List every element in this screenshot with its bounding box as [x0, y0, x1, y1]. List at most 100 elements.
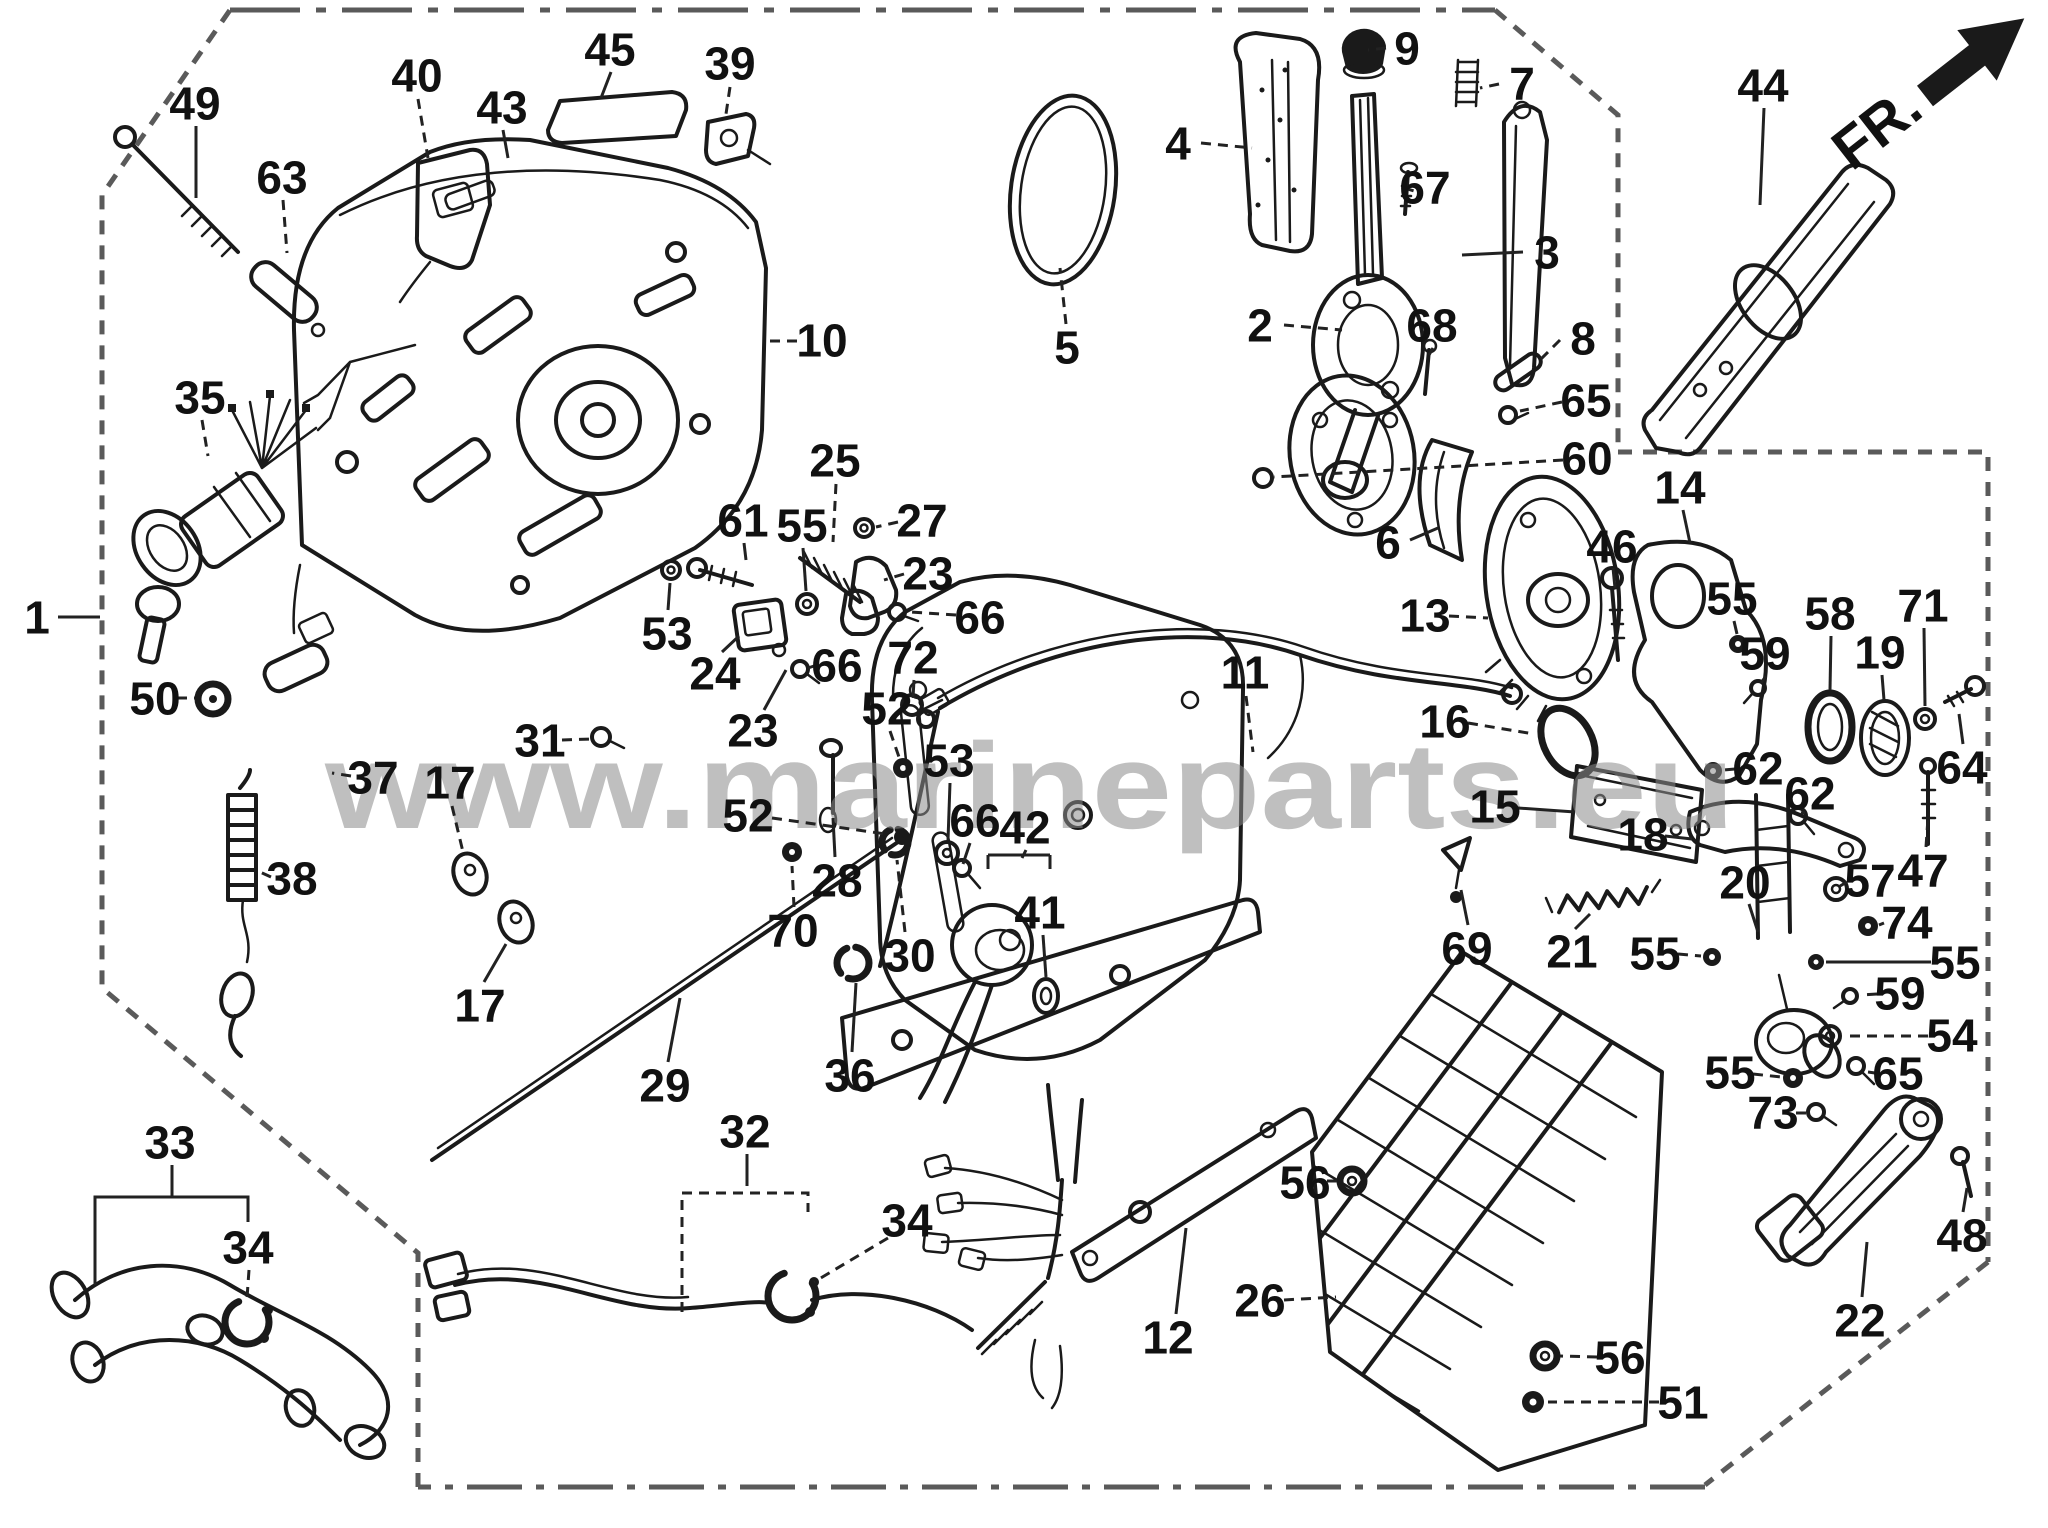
part-callout-71-85: 71: [1897, 580, 1948, 632]
leader-line-55-63: [1752, 1072, 1782, 1079]
leader-line-7-6: [1479, 82, 1500, 90]
leader-line-67-81: [1403, 186, 1415, 193]
part-callout-61-71: 61: [717, 495, 768, 547]
leader-line-44-46: [1758, 107, 1766, 206]
leader-line-66-78: [909, 610, 957, 617]
part-callout-66-79: 66: [811, 640, 862, 692]
part-callout-16-15: 16: [1419, 696, 1470, 748]
part-callout-45-47: 45: [584, 24, 635, 76]
part-callout-53-57: 53: [923, 735, 974, 787]
fr-arrow-icon: [1916, 18, 2025, 107]
leader-line-65-77: [1867, 1070, 1876, 1075]
leader-line-40-42: [416, 98, 430, 159]
part-callout-48-50: 48: [1936, 1210, 1987, 1262]
leader-line-61-71: [742, 542, 748, 561]
part-callout-12-11: 12: [1142, 1312, 1193, 1364]
leader-line-4-3: [1200, 141, 1253, 150]
cam-plate-art: [1537, 539, 1768, 864]
watermark-text: www.marineparts.eu: [324, 718, 1735, 854]
part-callout-73-87: 73: [1747, 1087, 1798, 1139]
part-callout-14-13: 14: [1654, 462, 1706, 514]
part-callout-17-16: 17: [424, 757, 475, 809]
leader-line-20-20: [1747, 903, 1760, 933]
part-callout-56-64: 56: [1279, 1157, 1330, 1209]
part-callout-39-41: 39: [704, 38, 755, 90]
leader-line-18-18: [1664, 834, 1693, 841]
part-callout-62-73: 62: [1784, 768, 1835, 820]
leader-line-23-23: [883, 572, 905, 582]
leader-line-42-44: [1020, 849, 1028, 859]
part-callout-67-81: 67: [1399, 162, 1450, 214]
leader-line-21-21: [1573, 912, 1592, 931]
leader-line-70-84: [790, 865, 796, 908]
part-callout-34-35: 34: [222, 1222, 274, 1274]
part-callout-10-9: 10: [796, 315, 847, 367]
part-callout-63-74: 63: [256, 152, 307, 204]
leader-line-2-1: [1283, 323, 1343, 332]
part-callout-11-10: 11: [1221, 647, 1270, 699]
leader-line-17-17: [482, 943, 508, 983]
gasket-art: [1007, 93, 1119, 287]
leader-line-58-67: [1828, 635, 1833, 691]
part-callout-74-88: 74: [1881, 897, 1933, 949]
part-callout-44-46: 44: [1737, 60, 1789, 112]
part-callout-17-17: 17: [454, 980, 505, 1032]
leader-line-66-79: [807, 664, 815, 670]
part-callout-49-51: 49: [169, 78, 220, 130]
leader-line-56-65: [1559, 1354, 1598, 1359]
part-callout-19-19: 19: [1854, 627, 1905, 679]
part-callout-42-44: 42: [999, 802, 1050, 854]
leader-line-59-69: [1859, 992, 1878, 997]
leader-line-38-40: [259, 870, 272, 879]
part-callout-52-54: 52: [861, 683, 912, 735]
leader-line-52-55: [771, 816, 887, 836]
leader-line-12-11: [1174, 1227, 1188, 1315]
part-callout-65-76: 65: [1560, 375, 1611, 427]
leader-line-16-15: [1467, 721, 1535, 736]
part-callout-68-82: 68: [1406, 300, 1457, 352]
leader-line-14-13: [1681, 509, 1692, 544]
part-callout-32-33: 32: [719, 1106, 770, 1158]
part-callout-46-48: 46: [1586, 521, 1637, 573]
part-callout-58-67: 58: [1804, 588, 1855, 640]
harness-33-art: [49, 1195, 390, 1461]
rod-and-cylinder-art: [113, 125, 326, 338]
part-callout-55-59: 55: [776, 500, 827, 552]
part-callout-21-21: 21: [1546, 926, 1597, 978]
part-callout-55-62: 55: [1929, 937, 1980, 989]
part-callout-54-58: 54: [1926, 1010, 1978, 1062]
ignition-switch-art: [131, 390, 626, 1058]
part-callout-47-49: 47: [1897, 845, 1948, 897]
lower-right-hardware-art: [1441, 836, 1973, 1413]
leader-line-57-66: [1839, 880, 1848, 888]
part-callout-26-27: 26: [1234, 1275, 1285, 1327]
part-callout-66-78: 66: [954, 592, 1005, 644]
part-callout-64-75: 64: [1936, 742, 1988, 794]
leader-line-22-22: [1860, 1241, 1869, 1298]
fr-label: FR.: [1820, 73, 1934, 182]
callout-layer: 1234567891011121314151617171819202122232…: [24, 23, 1988, 1429]
leader-line-11-10: [1244, 695, 1255, 753]
leader-line-24-25: [720, 634, 741, 654]
leader-line-3-2: [1461, 250, 1524, 257]
leader-line-41-43: [1041, 934, 1048, 978]
part-callout-23-23: 23: [902, 548, 953, 600]
leader-line-34-36: [813, 1236, 889, 1284]
part-callout-6-5: 6: [1375, 517, 1401, 569]
grille-art: [1310, 950, 1664, 1472]
part-callout-36-38: 36: [824, 1050, 875, 1102]
part-callout-2-1: 2: [1247, 300, 1273, 352]
control-cables-art: [878, 627, 1523, 968]
part-callout-8-7: 8: [1570, 313, 1596, 365]
part-callout-30-31: 30: [884, 930, 935, 982]
dashed-border: [99, 7, 1991, 1490]
part-callout-70-84: 70: [767, 905, 818, 957]
leader-line-43-45: [501, 129, 510, 159]
part-callout-50-52: 50: [129, 673, 180, 725]
part-callout-28-29: 28: [811, 855, 862, 907]
part-callout-62-72: 62: [1732, 743, 1783, 795]
center-hardware-art: [660, 517, 920, 685]
leader-line-48-50: [1961, 1187, 1969, 1213]
part-callout-65-77: 65: [1872, 1048, 1923, 1100]
part-callout-5-4: 5: [1054, 322, 1080, 374]
